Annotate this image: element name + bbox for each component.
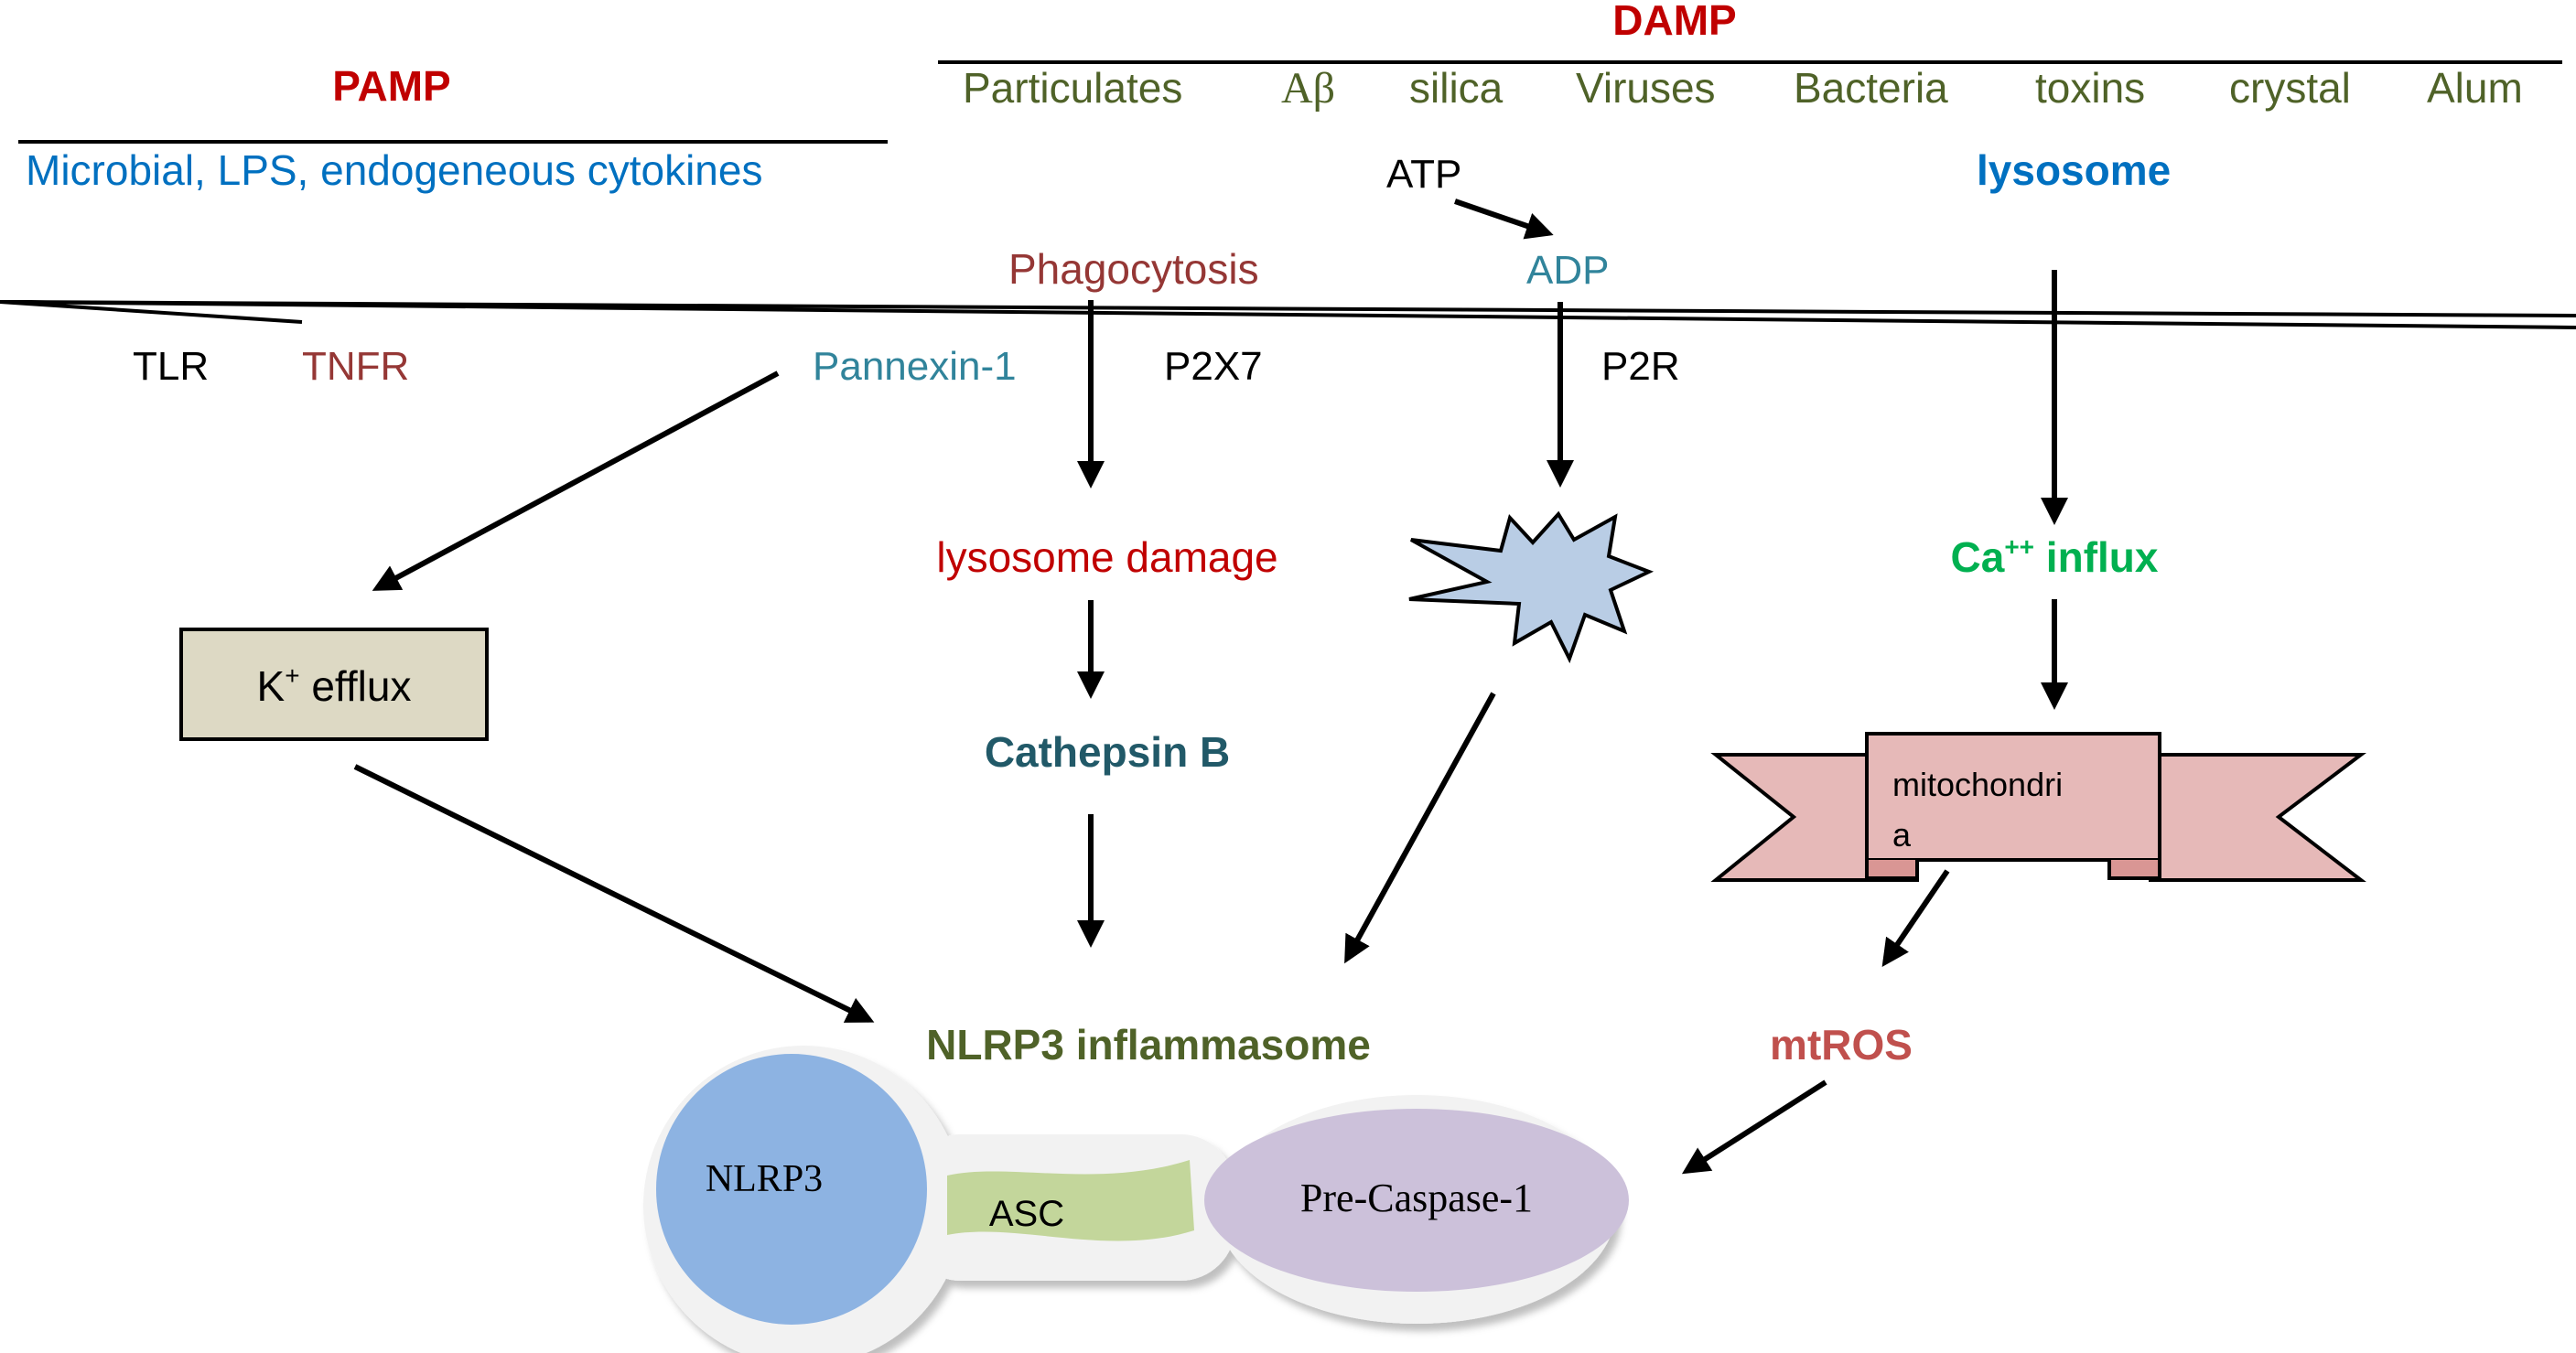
tnfr-label: TNFR — [302, 344, 409, 389]
damp-item-alum: Alum — [2427, 64, 2523, 112]
p2x7-label: P2X7 — [1164, 344, 1263, 389]
pannexin-label: Pannexin-1 — [813, 344, 1017, 389]
mitochondria-label-wrap: a — [1892, 816, 1912, 854]
arrow-mitochondria-to-mtros — [1881, 869, 1950, 967]
mitochondria-label: mitochondri — [1892, 766, 2063, 803]
nlrp3-inflammasome-label: NLRP3 inflammasome — [926, 1021, 1371, 1068]
danger-signal-starburst-icon — [1408, 510, 1654, 664]
damp-item-particulates: Particulates — [963, 64, 1182, 112]
p2r-label: P2R — [1601, 344, 1680, 389]
pre-caspase-domain — [1204, 1109, 1629, 1292]
adp-label: ADP — [1526, 248, 1609, 293]
lysosome-label: lysosome — [1977, 146, 2171, 194]
arrow-danger-signal-to-inflammasome — [1344, 692, 1496, 964]
damp-item-toxins: toxins — [2035, 64, 2145, 112]
nlrp3-label: NLRP3 — [706, 1158, 823, 1200]
atp-label: ATP — [1386, 152, 1461, 197]
arrow-k-efflux-to-inflammasome — [353, 764, 875, 1023]
asc-domain — [947, 1160, 1194, 1241]
pamp-heading: PAMP — [332, 62, 451, 110]
damp-item-silica: silica — [1409, 64, 1504, 112]
mtros-label: mtROS — [1770, 1021, 1913, 1068]
damp-item-bacteria: Bacteria — [1794, 64, 1948, 112]
atp-to-adp-arrow — [1454, 199, 1554, 240]
damp-item-abeta: Aβ — [1281, 64, 1335, 113]
k-efflux-label: K+ efflux — [257, 661, 412, 710]
arrow-pannexin-to-k-efflux — [372, 370, 780, 591]
damp-heading: DAMP — [1612, 0, 1736, 44]
cell-membrane — [0, 300, 2576, 329]
damp-item-viruses: Viruses — [1576, 64, 1716, 112]
k-efflux-box — [179, 628, 489, 741]
phagocytosis-label: Phagocytosis — [1008, 245, 1259, 293]
asc-label: ASC — [989, 1194, 1064, 1234]
damp-item-crystal: crystal — [2229, 64, 2351, 112]
nlrp3-domain — [656, 1054, 927, 1325]
mitochondria-ribbon — [1710, 732, 2366, 882]
arrow-mtros-to-pre-caspase — [1681, 1079, 1827, 1175]
ca-influx-label: Ca++ influx — [1951, 532, 2159, 581]
lysosome-damage-label: lysosome damage — [936, 533, 1277, 581]
tlr-label: TLR — [133, 344, 209, 389]
cathepsin-label: Cathepsin B — [985, 728, 1230, 776]
pamp-sources: Microbial, LPS, endogeneous cytokines — [26, 146, 762, 194]
pre-caspase-label: Pre-Caspase-1 — [1300, 1176, 1533, 1220]
